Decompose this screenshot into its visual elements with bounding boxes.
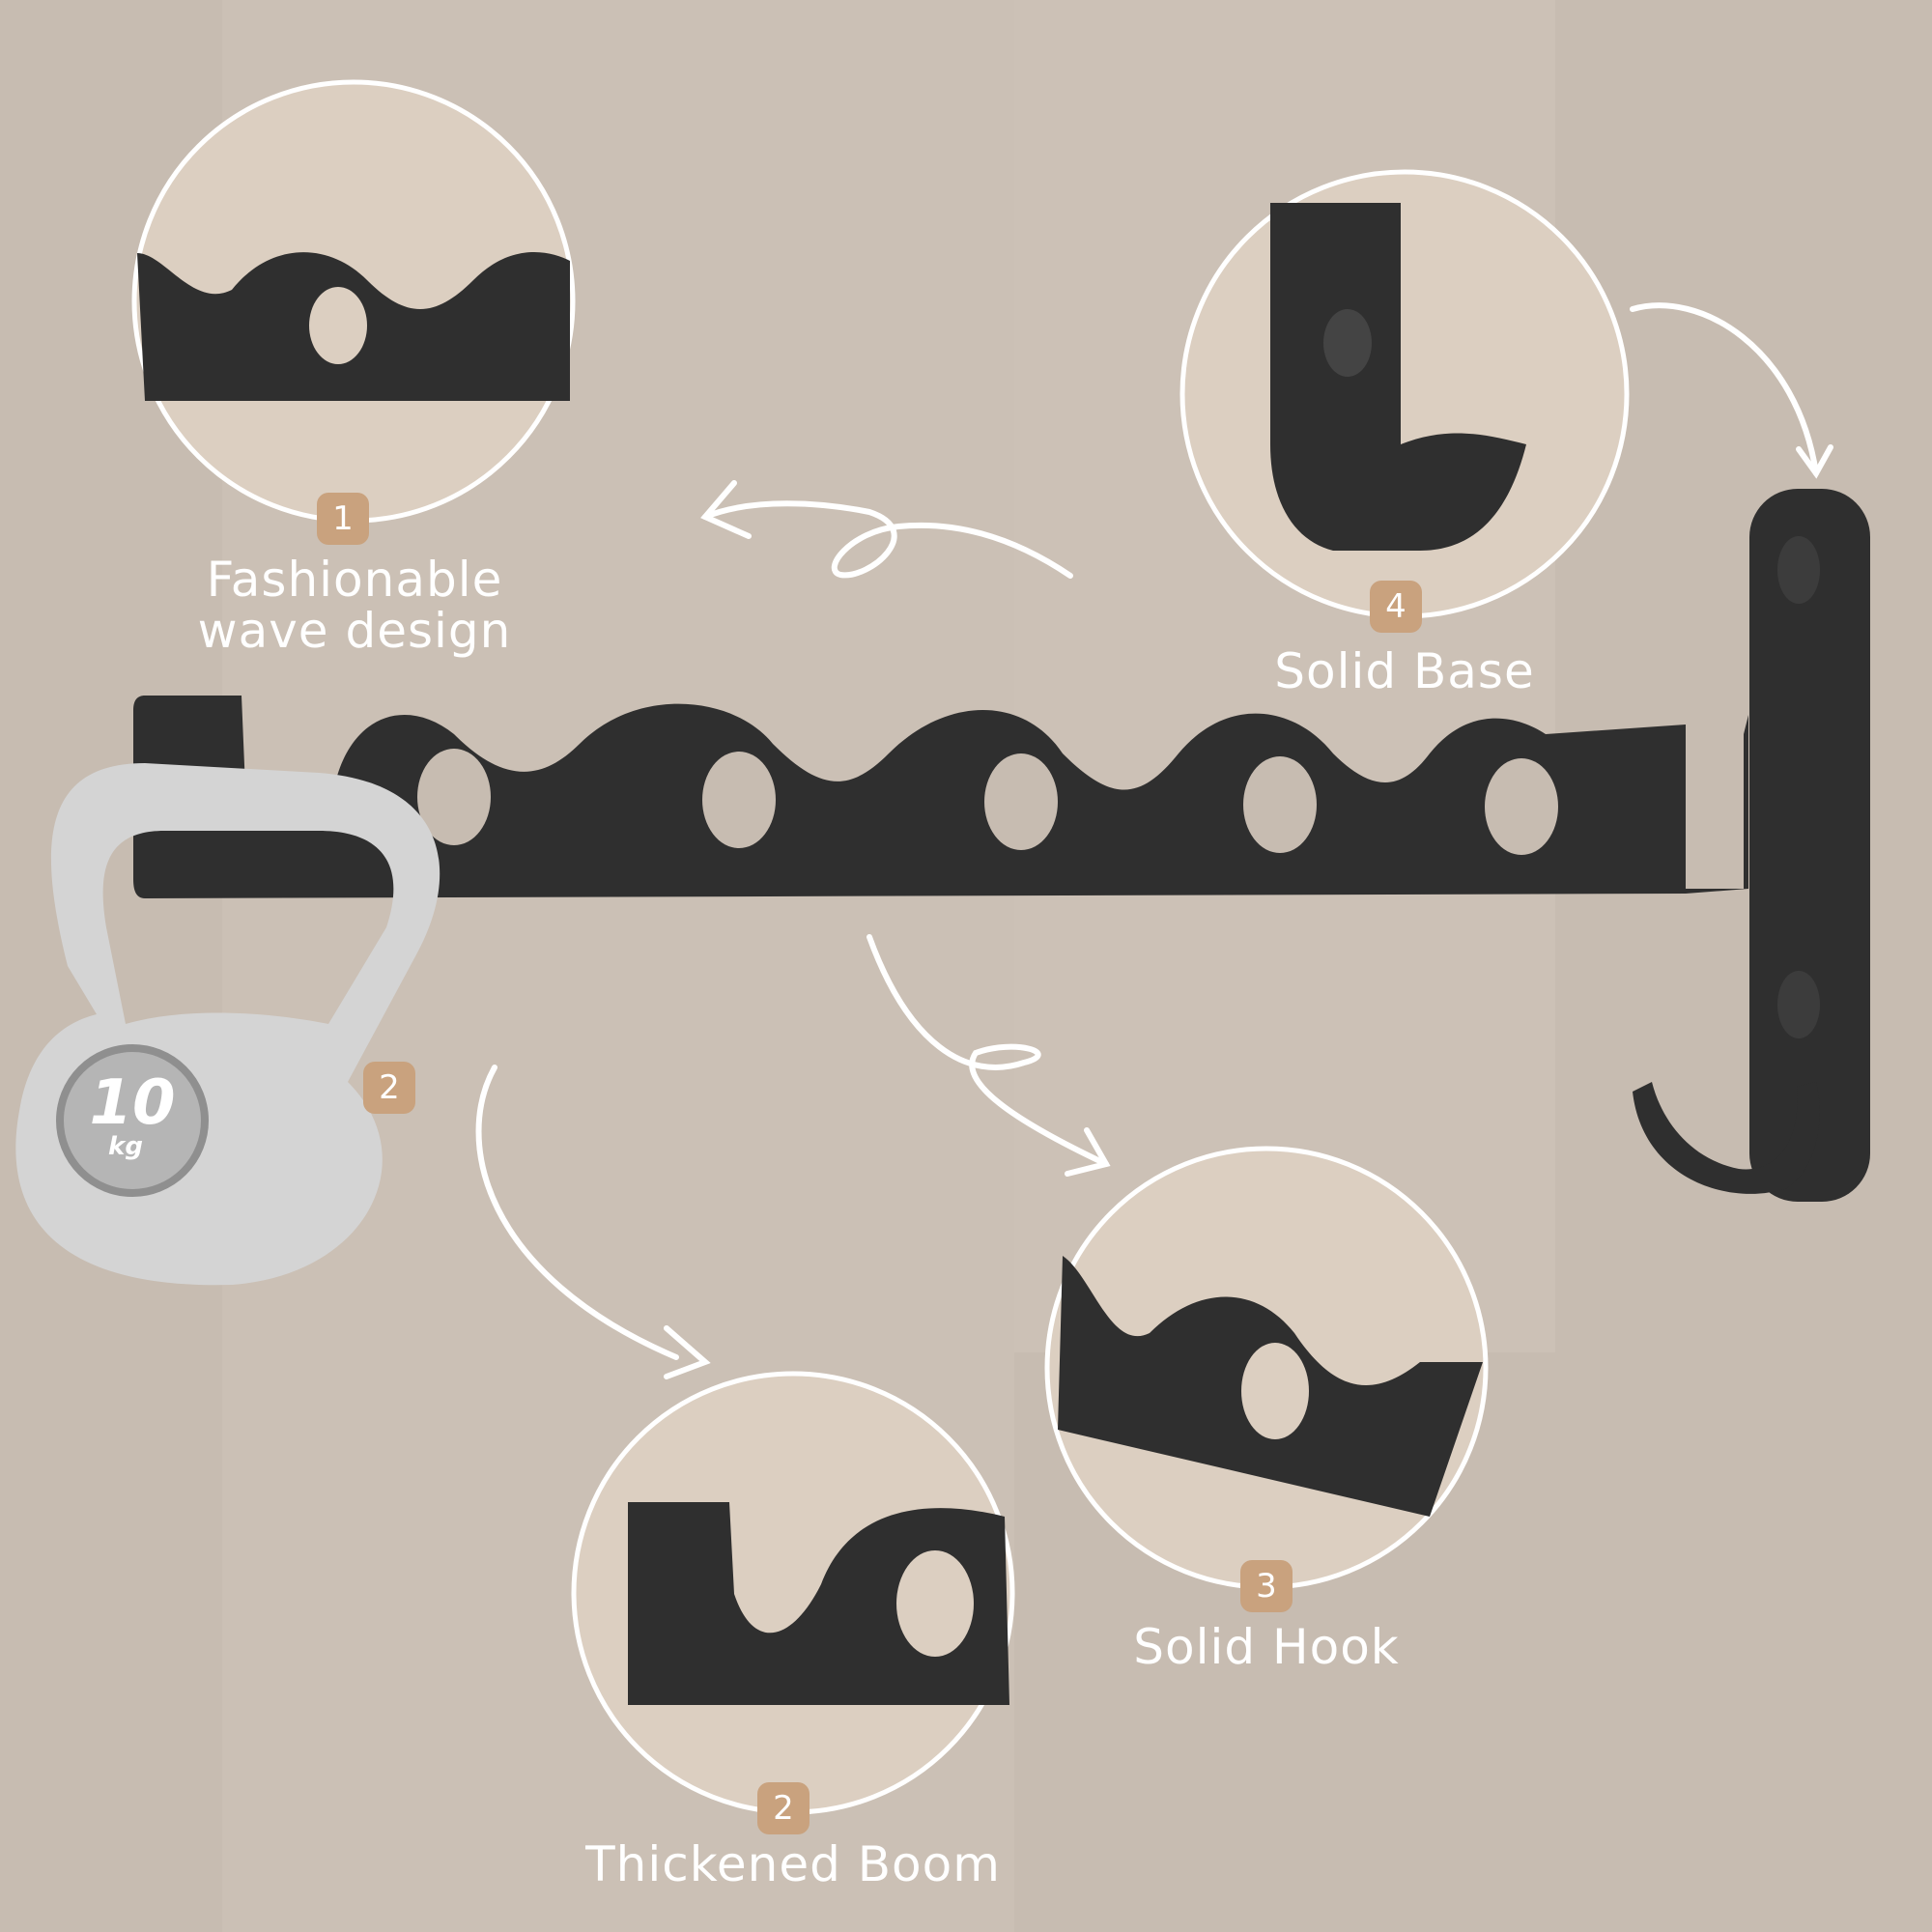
feature-title-wave-line1: Fashionable xyxy=(206,552,503,608)
feature-badge-3: 3 xyxy=(1240,1560,1293,1612)
detail-circle-wave xyxy=(131,79,576,524)
arrow-to-1 xyxy=(702,500,1073,579)
arrows xyxy=(475,302,1833,1379)
feature-badge-1: 1 xyxy=(317,493,369,545)
kettlebell xyxy=(15,763,440,1286)
detail-circle-hook xyxy=(1044,1146,1489,1590)
feature-title-base: Solid Base xyxy=(1274,643,1535,699)
feature-title-hook: Solid Hook xyxy=(1133,1619,1400,1675)
arrow-to-2 xyxy=(475,1065,679,1360)
detail-circle-boom xyxy=(571,1371,1015,1815)
wall-plate xyxy=(1749,489,1870,1202)
kettlebell-badge: 2 xyxy=(363,1062,415,1114)
feature-badge-4: 4 xyxy=(1370,581,1422,633)
kettlebell-unit: kg xyxy=(108,1132,143,1161)
feature-title-wave-line2: wave design xyxy=(197,603,512,659)
arrow-to-base xyxy=(1630,302,1819,476)
feature-title-boom: Thickened Boom xyxy=(585,1836,1001,1892)
weight-disc xyxy=(56,1044,209,1197)
feature-badge-2: 2 xyxy=(757,1782,810,1834)
detail-circle-base xyxy=(1179,169,1630,619)
arrow-to-3 xyxy=(867,934,1109,1167)
base-hook xyxy=(1633,1082,1820,1194)
wave-boom xyxy=(133,696,1748,898)
kettlebell-weight: 10 xyxy=(89,1067,176,1139)
hanger-rack xyxy=(133,489,1870,1202)
